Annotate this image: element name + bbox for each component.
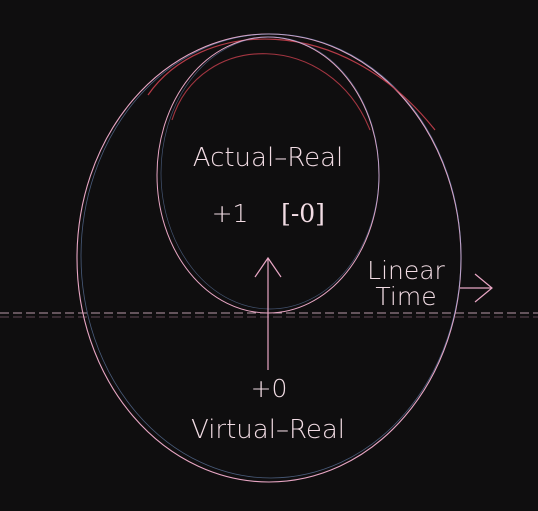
time-label: Time	[375, 282, 436, 311]
time-axis	[0, 312, 538, 318]
up-arrow-icon	[254, 256, 282, 370]
actual-real-label: Actual–Real	[193, 143, 344, 173]
right-arrow-icon	[460, 273, 493, 303]
top-value-minus-zero: [-0]	[281, 199, 325, 228]
linear-label: Linear	[367, 256, 445, 285]
center-value-plus-zero: +0	[251, 374, 288, 403]
top-value-plus-one: +1	[212, 199, 249, 228]
virtual-real-label: Virtual–Real	[191, 415, 345, 445]
outer-ellipse	[76, 33, 462, 483]
